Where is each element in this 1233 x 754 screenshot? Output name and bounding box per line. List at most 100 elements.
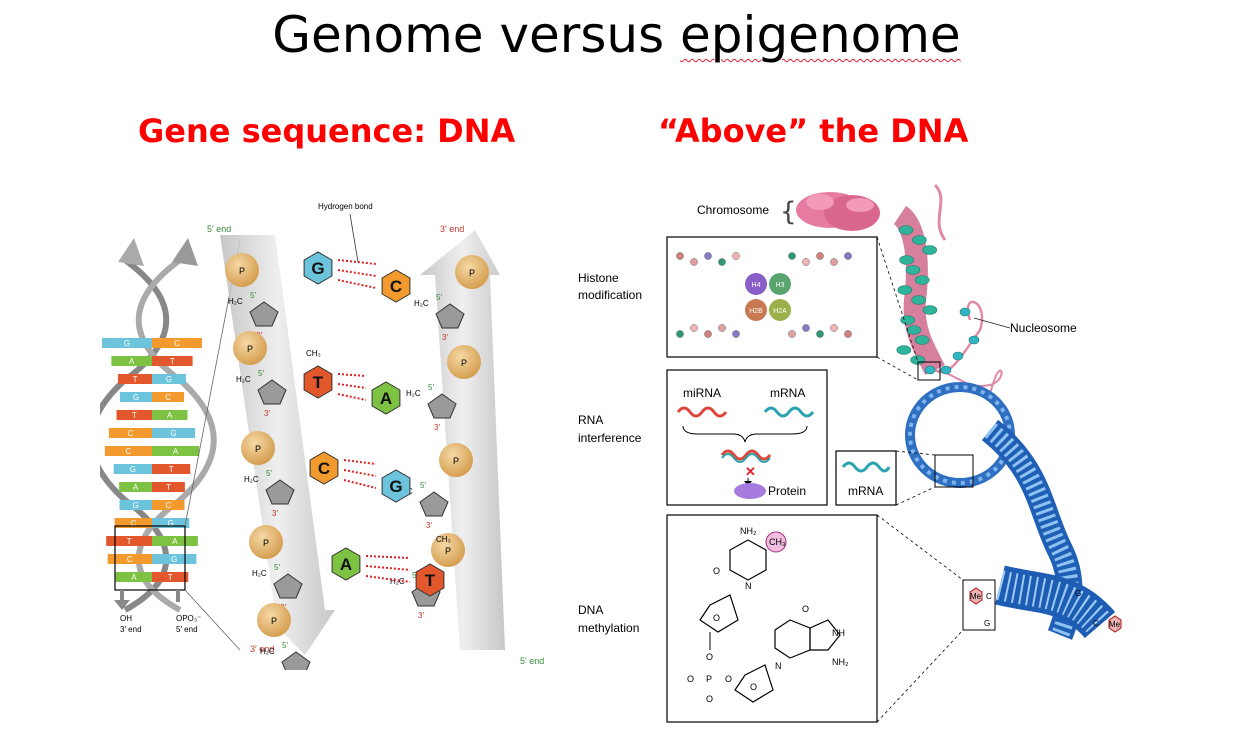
sugar-ring bbox=[249, 301, 279, 327]
five-end-top: 5′ end bbox=[207, 224, 231, 234]
hydrogen-bond-line bbox=[337, 269, 377, 277]
right-heading: “Above” the DNA bbox=[658, 112, 969, 150]
h2c-label: H₂C bbox=[260, 647, 275, 656]
hydrogen-bond-line bbox=[365, 575, 411, 583]
base-A: A bbox=[371, 381, 401, 415]
phosphate-group: P bbox=[249, 525, 283, 559]
five-prime-label: 5′ bbox=[436, 293, 442, 302]
base-A: A bbox=[331, 547, 361, 581]
mirna-label: miRNA bbox=[683, 386, 721, 400]
base-letter: T bbox=[313, 373, 324, 392]
nucleosome-bead bbox=[912, 235, 927, 245]
guanine-nh: NH bbox=[832, 628, 845, 638]
me-right: Me bbox=[1109, 620, 1121, 629]
helix-base-letter: A bbox=[131, 573, 137, 582]
helix-base-letter: T bbox=[169, 465, 174, 474]
nucleosome-label: Nucleosome bbox=[1010, 321, 1077, 335]
me-hexagon-right bbox=[1108, 615, 1122, 633]
phosphate-group: P bbox=[455, 255, 489, 289]
c-left: C bbox=[986, 592, 992, 601]
nucleosome-bead bbox=[922, 305, 938, 315]
nucleosome-bead bbox=[900, 315, 915, 325]
phosphate-group: P bbox=[447, 345, 481, 379]
dna-helix-large bbox=[905, 382, 1116, 640]
phosphate-o-3: O bbox=[706, 694, 713, 704]
methylation-zoom-box bbox=[962, 579, 996, 631]
histone-mark bbox=[676, 330, 684, 338]
h2c-label: H₂C bbox=[236, 375, 251, 384]
helix-base-letter: G bbox=[168, 519, 174, 528]
mirna-strand bbox=[676, 406, 728, 418]
mrna-box bbox=[835, 450, 897, 506]
three-prime-label: 3′ bbox=[264, 409, 270, 418]
nucleosome-bead bbox=[952, 351, 964, 361]
histone-label-line2: modification bbox=[578, 288, 642, 302]
nucleosome-bead bbox=[940, 365, 952, 375]
base-C: C bbox=[309, 451, 339, 485]
rnai-label-line1: RNA bbox=[578, 413, 603, 427]
sugar-ring bbox=[427, 393, 457, 419]
three-prime-label: 3′ bbox=[442, 333, 448, 342]
nucleosome-bead bbox=[922, 245, 937, 255]
mrna-box-label: mRNA bbox=[848, 484, 883, 498]
base-letter: C bbox=[318, 459, 330, 478]
phosphate-group: P bbox=[233, 331, 267, 365]
histone-mark bbox=[676, 252, 684, 260]
mrna-label: mRNA bbox=[770, 386, 805, 400]
c-right: C bbox=[1093, 619, 1099, 628]
helix-base-letter: A bbox=[173, 447, 179, 456]
h2c-label: H₂C bbox=[244, 475, 259, 484]
helix-base-letter: T bbox=[133, 375, 138, 384]
opo3-end-label: 5′ end bbox=[176, 625, 198, 634]
nucleosome-bead bbox=[959, 307, 971, 317]
helix-base-letter: T bbox=[127, 537, 132, 546]
epigenome-figure: Chromosome { Nucleosome Histone modifica… bbox=[578, 183, 1122, 723]
nucleosome-bead bbox=[898, 225, 914, 235]
methylcytosine-structure: NH₂ CH₃ O N O O P O O O O O NH NH₂ N bbox=[687, 526, 849, 704]
sugar-ring bbox=[281, 651, 311, 670]
helix-base-letter: G bbox=[133, 501, 139, 510]
base-letter: A bbox=[340, 555, 352, 574]
base-letter: T bbox=[425, 571, 436, 590]
histone-h2b: H2B bbox=[749, 308, 763, 315]
nucleosome-bead bbox=[924, 365, 936, 375]
helix-base-letter: C bbox=[174, 339, 180, 348]
rnai-label-line2: interference bbox=[578, 431, 642, 445]
phosphate-label: P bbox=[445, 546, 451, 556]
histone-mark bbox=[690, 324, 698, 332]
phosphate-o-4: O bbox=[725, 674, 732, 684]
histone-mark bbox=[690, 258, 698, 266]
histone-mark bbox=[830, 324, 838, 332]
nucleosome-bead bbox=[968, 335, 980, 345]
histone-mark bbox=[844, 330, 852, 338]
helix-end-arrows bbox=[114, 590, 180, 610]
h2c-label: H₂C bbox=[252, 569, 267, 578]
helix-base-letter: C bbox=[127, 555, 133, 564]
histone-mark bbox=[830, 258, 838, 266]
helix-base-letter: T bbox=[170, 357, 175, 366]
h2c-label: H₂C bbox=[390, 577, 405, 586]
sugar-o-2: O bbox=[750, 682, 757, 692]
five-prime-label: 5′ bbox=[428, 383, 434, 392]
thymine-ch3: CH₃ bbox=[306, 349, 321, 358]
hydrogen-bond-line bbox=[343, 459, 377, 465]
phosphate-group: P bbox=[241, 431, 275, 465]
dna-zoom-box bbox=[934, 454, 974, 488]
histone-box bbox=[666, 236, 878, 358]
phosphate-group: P bbox=[439, 443, 473, 477]
h2c-label: H₂C bbox=[414, 299, 429, 308]
nucleosome-bead bbox=[911, 295, 926, 305]
three-prime-label: 3′ bbox=[426, 521, 432, 530]
me-left: Me bbox=[970, 592, 982, 601]
base-G: G bbox=[303, 251, 333, 285]
slide-title-part1: Genome versus bbox=[272, 6, 681, 64]
nucleosome-bead bbox=[899, 255, 914, 265]
hydrogen-bond-line bbox=[337, 383, 367, 389]
